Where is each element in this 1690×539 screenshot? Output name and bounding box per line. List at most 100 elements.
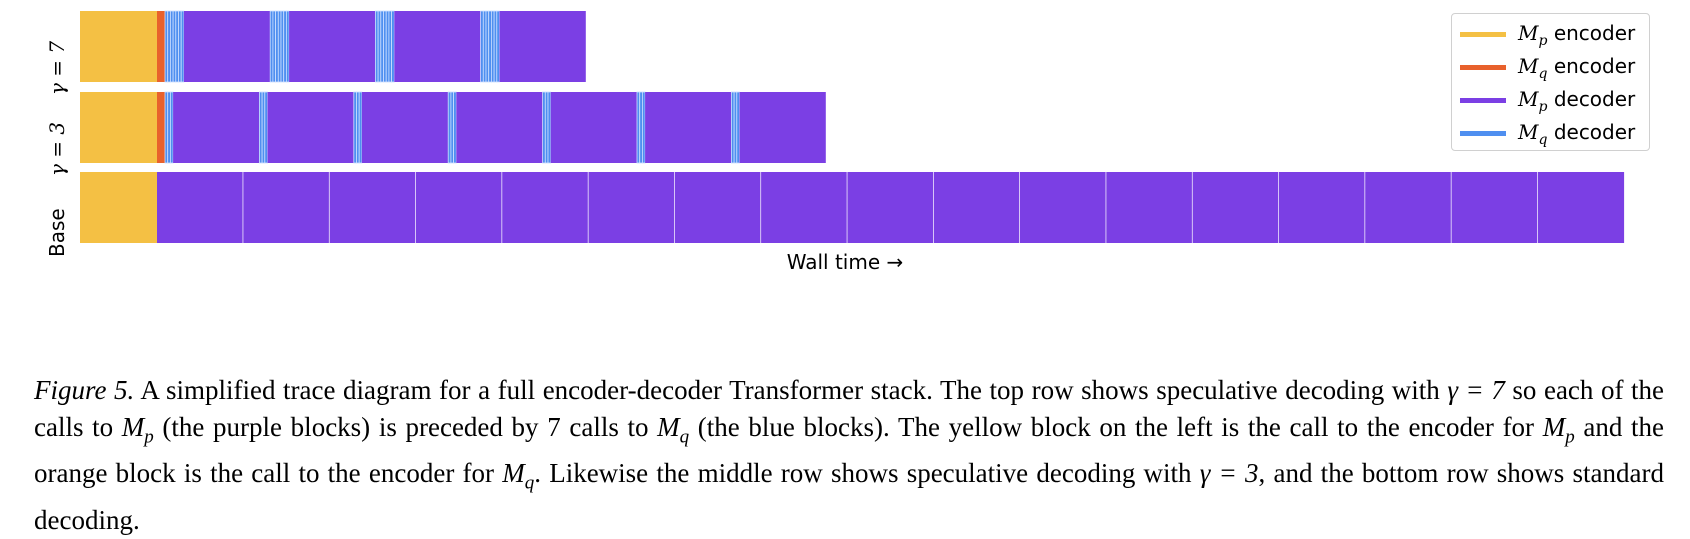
- mp-decoder-block: [329, 172, 416, 243]
- mp-decoder-block: [415, 172, 503, 243]
- mp-decoder-block: [394, 11, 481, 82]
- mp-decoder-block: [1020, 172, 1107, 243]
- mp-decoder-block: [1537, 172, 1625, 243]
- mq-decoder-call: [542, 91, 546, 164]
- legend-entry-mq-encoder: Mq encoder: [1460, 51, 1641, 84]
- mp-decoder-block: [761, 172, 848, 243]
- mp-decoder-block: [847, 172, 934, 243]
- row-label-base: Base: [45, 157, 71, 257]
- mp-decoder-block: [739, 92, 826, 163]
- mq-decoder-call: [275, 10, 279, 83]
- mp-decoder-block: [173, 92, 260, 163]
- mq-encoder-block: [157, 11, 165, 82]
- mq-decoder-call: [353, 91, 357, 164]
- mq-decoder-call: [380, 10, 384, 83]
- mq-decoder-call: [283, 10, 287, 83]
- mq-decoder-call: [447, 91, 452, 164]
- mp-decoder-block: [933, 172, 1020, 243]
- mq-decoder-call: [453, 91, 457, 164]
- legend-swatch-mp-encoder: [1460, 32, 1506, 37]
- mq-decoder-call: [277, 10, 282, 83]
- mq-decoder-call: [733, 91, 738, 164]
- mp-decoder-block: [1278, 172, 1366, 243]
- mp-decoder-block: [502, 172, 589, 243]
- mq-decoder-call: [167, 91, 171, 164]
- mp-encoder-block: [80, 11, 157, 82]
- mp-encoder-block: [80, 172, 157, 243]
- mp-decoder-block: [1451, 172, 1538, 243]
- mp-decoder-block: [588, 172, 675, 243]
- mp-decoder-block: [1106, 172, 1193, 243]
- mq-decoder-call: [485, 10, 490, 83]
- mq-decoder-call: [388, 10, 392, 83]
- x-axis-label: Wall time →: [786, 250, 904, 274]
- mq-decoder-call: [272, 10, 276, 83]
- mq-decoder-call: [642, 91, 646, 164]
- legend-entry-mp-encoder: Mp encoder: [1460, 18, 1641, 51]
- mq-decoder-call: [261, 91, 266, 164]
- mp-encoder-block: [80, 92, 157, 163]
- mq-decoder-call: [482, 10, 487, 83]
- mq-decoder-call: [391, 10, 395, 83]
- mq-decoder-call: [178, 10, 182, 83]
- mp-decoder-block: [1192, 172, 1279, 243]
- mq-decoder-call: [164, 10, 169, 83]
- mq-decoder-call: [731, 91, 735, 164]
- mq-decoder-call: [358, 91, 363, 164]
- mq-decoder-call: [167, 10, 171, 83]
- mq-decoder-call: [544, 91, 549, 164]
- mq-decoder-call: [169, 10, 174, 83]
- mq-decoder-call: [736, 91, 740, 164]
- mq-decoder-call: [285, 10, 290, 83]
- mp-decoder-block: [361, 92, 449, 163]
- mq-decoder-call: [547, 91, 552, 164]
- trace-diagram-figure: γ = 7 γ = 3 Base Wall time → Mp encoder …: [45, 10, 1650, 274]
- legend-label-mp-encoder: Mp encoder: [1518, 20, 1636, 49]
- legend-label-mp-decoder: Mp decoder: [1518, 86, 1636, 115]
- mq-decoder-call: [383, 10, 387, 83]
- mq-decoder-call: [164, 91, 169, 164]
- legend-entry-mq-decoder: Mq decoder: [1460, 117, 1641, 150]
- mp-decoder-block: [550, 92, 637, 163]
- mq-decoder-call: [374, 10, 379, 83]
- figure-caption: Figure 5. A simplified trace diagram for…: [34, 375, 1665, 536]
- figure-label: Figure 5.: [34, 375, 135, 405]
- mp-decoder-block: [289, 11, 376, 82]
- mp-decoder-block: [674, 172, 762, 243]
- mq-decoder-call: [490, 10, 495, 83]
- mq-decoder-call: [172, 10, 177, 83]
- mq-decoder-call: [269, 10, 274, 83]
- legend: Mp encoder Mq encoder Mp decoder Mq deco…: [1451, 13, 1650, 151]
- mp-decoder-block: [456, 92, 543, 163]
- mq-decoder-call: [496, 10, 500, 83]
- mq-decoder-call: [493, 10, 498, 83]
- mp-decoder-block: [267, 92, 354, 163]
- trace-diagram-plot: [80, 10, 1625, 243]
- mp-decoder-block: [645, 92, 732, 163]
- mp-decoder-block: [1365, 172, 1452, 243]
- mq-decoder-call: [258, 91, 263, 164]
- mq-decoder-call: [450, 91, 454, 164]
- mq-decoder-call: [377, 10, 382, 83]
- mq-decoder-call: [639, 91, 643, 164]
- legend-swatch-mq-encoder: [1460, 65, 1506, 70]
- mq-decoder-call: [480, 10, 484, 83]
- mq-decoder-call: [488, 10, 492, 83]
- mq-encoder-block: [157, 92, 165, 163]
- mp-decoder-block: [499, 11, 586, 82]
- mp-decoder-block: [157, 172, 244, 243]
- legend-swatch-mp-decoder: [1460, 98, 1506, 103]
- legend-entry-mp-decoder: Mp decoder: [1460, 84, 1641, 117]
- mq-decoder-call: [280, 10, 285, 83]
- mq-decoder-call: [175, 10, 179, 83]
- legend-swatch-mq-decoder: [1460, 131, 1506, 136]
- mq-decoder-call: [180, 10, 185, 83]
- mq-decoder-call: [356, 91, 360, 164]
- mp-decoder-block: [183, 11, 271, 82]
- mq-decoder-call: [264, 91, 268, 164]
- mq-decoder-call: [636, 91, 641, 164]
- legend-label-mq-decoder: Mq decoder: [1518, 119, 1636, 148]
- legend-label-mq-encoder: Mq encoder: [1518, 53, 1636, 82]
- mq-decoder-call: [169, 91, 174, 164]
- mp-decoder-block: [243, 172, 330, 243]
